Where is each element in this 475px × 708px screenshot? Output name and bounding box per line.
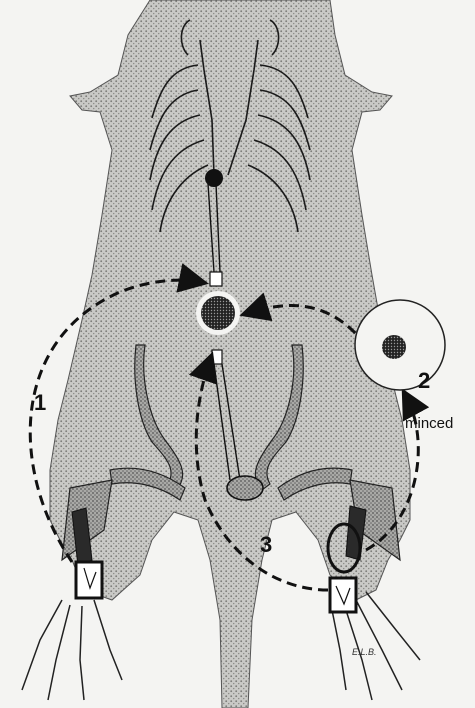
inguinal-site [227, 476, 263, 500]
route-1-label: 1 [34, 390, 46, 415]
artist-initials: E.L.B. [352, 647, 377, 657]
culture-dish [355, 300, 445, 390]
right-leg-clamp [330, 578, 356, 612]
minced-tissue [382, 335, 406, 359]
central-graft [196, 291, 240, 335]
minced-label: minced [405, 415, 453, 432]
left-leg-clamp [76, 562, 102, 598]
left-hind-paw [22, 600, 122, 700]
vessel-clip-lower [212, 350, 222, 364]
route-3-label: 3 [260, 532, 272, 557]
vessel-clip-upper [210, 272, 222, 286]
route-2-label: 2 [418, 368, 430, 393]
